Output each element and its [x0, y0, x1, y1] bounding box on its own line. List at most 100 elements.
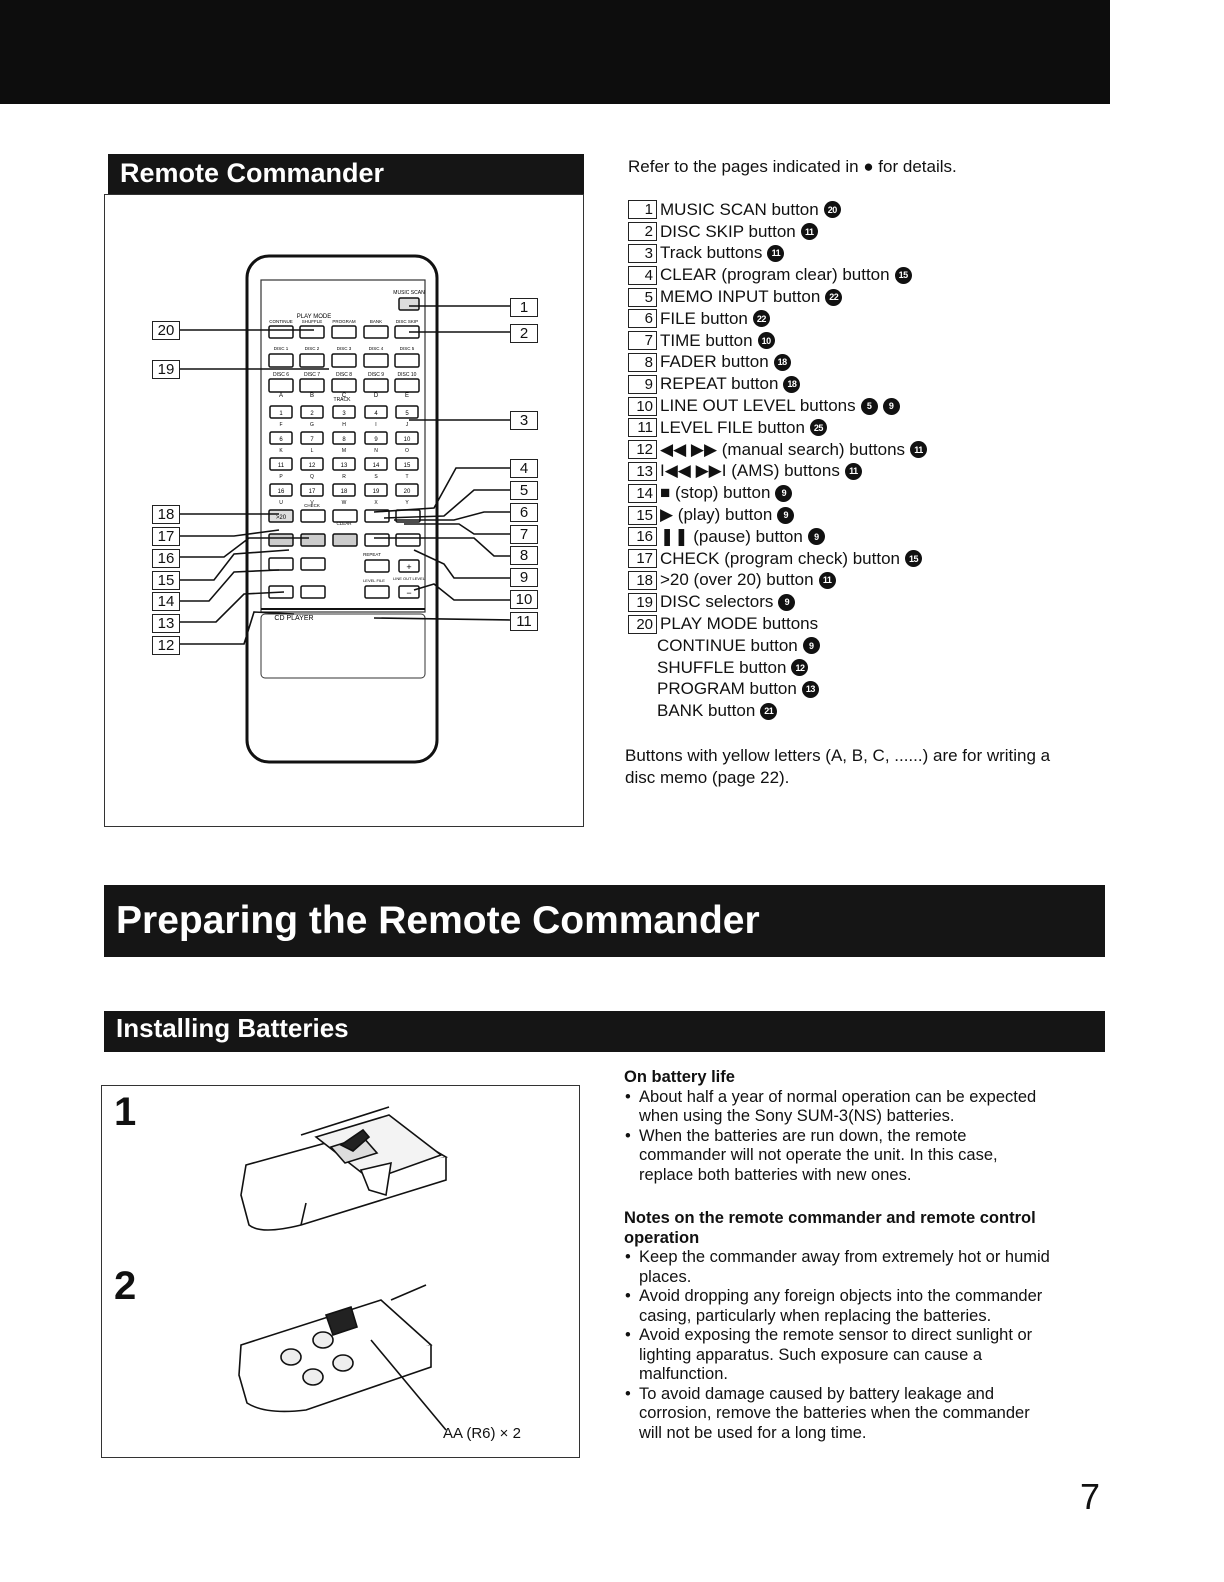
ff-button[interactable]	[300, 585, 326, 599]
page-number: 7	[1079, 1476, 1100, 1517]
track-button-6[interactable]	[269, 431, 293, 445]
repeat-button[interactable]	[364, 559, 390, 573]
track-button-2[interactable]	[300, 405, 324, 419]
preparing-title: Preparing the Remote Commander	[116, 899, 760, 942]
play-button[interactable]	[300, 533, 326, 547]
track-button-20[interactable]	[395, 483, 419, 497]
track-button-14[interactable]	[364, 457, 388, 471]
track-number: 12	[309, 463, 316, 469]
disc-button[interactable]	[299, 378, 325, 393]
ams-next-button[interactable]	[300, 557, 326, 571]
notes-heading-line: operation	[624, 1228, 700, 1247]
page-reference-badge: 20	[823, 201, 841, 219]
battery-1	[280, 1348, 302, 1366]
disc-button[interactable]	[331, 353, 357, 368]
cd-player-label: CD PLAYER	[274, 615, 313, 622]
legend-text: DISC selectors	[660, 592, 774, 612]
track-number: 1	[279, 411, 283, 417]
callout-3: 3	[510, 411, 538, 430]
line-out-plus-button[interactable]	[398, 559, 420, 573]
legend-number: 14	[628, 483, 657, 503]
disc-button[interactable]	[363, 378, 389, 393]
page-reference-badge: 13	[801, 680, 819, 698]
fader-button[interactable]	[395, 533, 421, 547]
legend-number: 18	[628, 570, 657, 590]
page-reference-badge: 18	[773, 353, 791, 371]
legend-number: 3	[628, 243, 657, 263]
note-bullet: To avoid damage caused by battery leakag…	[624, 1385, 1104, 1444]
track-button-13[interactable]	[332, 457, 356, 471]
track-button-1[interactable]	[269, 405, 293, 419]
letter-label: C	[342, 393, 347, 399]
over20-button[interactable]	[268, 509, 294, 523]
stop-button[interactable]	[332, 533, 358, 547]
music-scan-button[interactable]	[398, 297, 420, 311]
disc-button[interactable]	[363, 353, 389, 368]
disc-button[interactable]	[268, 378, 294, 393]
note-line: will not be used for a long time.	[639, 1423, 867, 1442]
mode-button-bank[interactable]	[363, 325, 389, 339]
track-button-9[interactable]	[364, 431, 388, 445]
disc-button[interactable]	[299, 353, 325, 368]
note-line: Avoid dropping any foreign objects into …	[639, 1287, 1043, 1305]
note-bullet: Avoid dropping any foreign objects into …	[624, 1287, 1104, 1326]
check-button[interactable]	[300, 509, 326, 523]
legend-text: FILE button	[660, 308, 748, 328]
ams-prev-button[interactable]	[268, 557, 294, 571]
track-number: 6	[279, 437, 283, 443]
track-button-7[interactable]	[300, 431, 324, 445]
level-file-button[interactable]	[364, 585, 390, 599]
track-button-8[interactable]	[332, 431, 356, 445]
track-button-5[interactable]	[395, 405, 419, 419]
memo-input-button[interactable]	[364, 509, 390, 523]
disc-label: DISC 2	[305, 346, 320, 351]
legend-number: 2	[628, 222, 657, 242]
disc-button[interactable]	[394, 378, 420, 393]
mode-button-program[interactable]	[331, 325, 357, 339]
line-out-minus-button[interactable]	[398, 585, 420, 599]
note-line: About half a year of normal operation ca…	[639, 1087, 1037, 1106]
track-button-12[interactable]	[300, 457, 324, 471]
letter-label: V	[310, 500, 314, 506]
track-button-15[interactable]	[395, 457, 419, 471]
track-button-17[interactable]	[300, 483, 324, 497]
mode-label: SHUFFLE	[302, 319, 323, 324]
track-button-19[interactable]	[364, 483, 388, 497]
pause-button[interactable]	[268, 533, 294, 547]
legend-text: MEMO INPUT button	[660, 287, 821, 307]
clear-button[interactable]	[332, 509, 358, 523]
track-button-3[interactable]	[332, 405, 356, 419]
legend-number: 12	[628, 440, 657, 460]
disc-button[interactable]	[394, 353, 420, 368]
letter-label: B	[310, 393, 314, 399]
time-button[interactable]	[364, 533, 390, 547]
mode-button-shuffle[interactable]	[299, 325, 325, 339]
track-button-16[interactable]	[269, 483, 293, 497]
disc-button[interactable]	[331, 378, 357, 393]
page-reference-badge: 22	[752, 310, 770, 328]
letter-label: I	[375, 422, 376, 428]
disc-skip-label: DISC SKIP	[396, 319, 418, 324]
track-number: 7	[310, 437, 314, 443]
disc-label: DISC 10	[398, 372, 417, 378]
mode-button-continue[interactable]	[268, 325, 294, 339]
disc-button[interactable]	[268, 353, 294, 368]
track-button-18[interactable]	[332, 483, 356, 497]
track-button-4[interactable]	[364, 405, 388, 419]
track-button-10[interactable]	[395, 431, 419, 445]
callout-20: 20	[152, 321, 180, 340]
page-reference-badge: 9	[777, 506, 795, 524]
legend-text: TIME button	[660, 330, 753, 350]
track-button-11[interactable]	[269, 457, 293, 471]
legend-number: 1	[628, 200, 657, 220]
check-label: CHECK	[304, 503, 320, 508]
